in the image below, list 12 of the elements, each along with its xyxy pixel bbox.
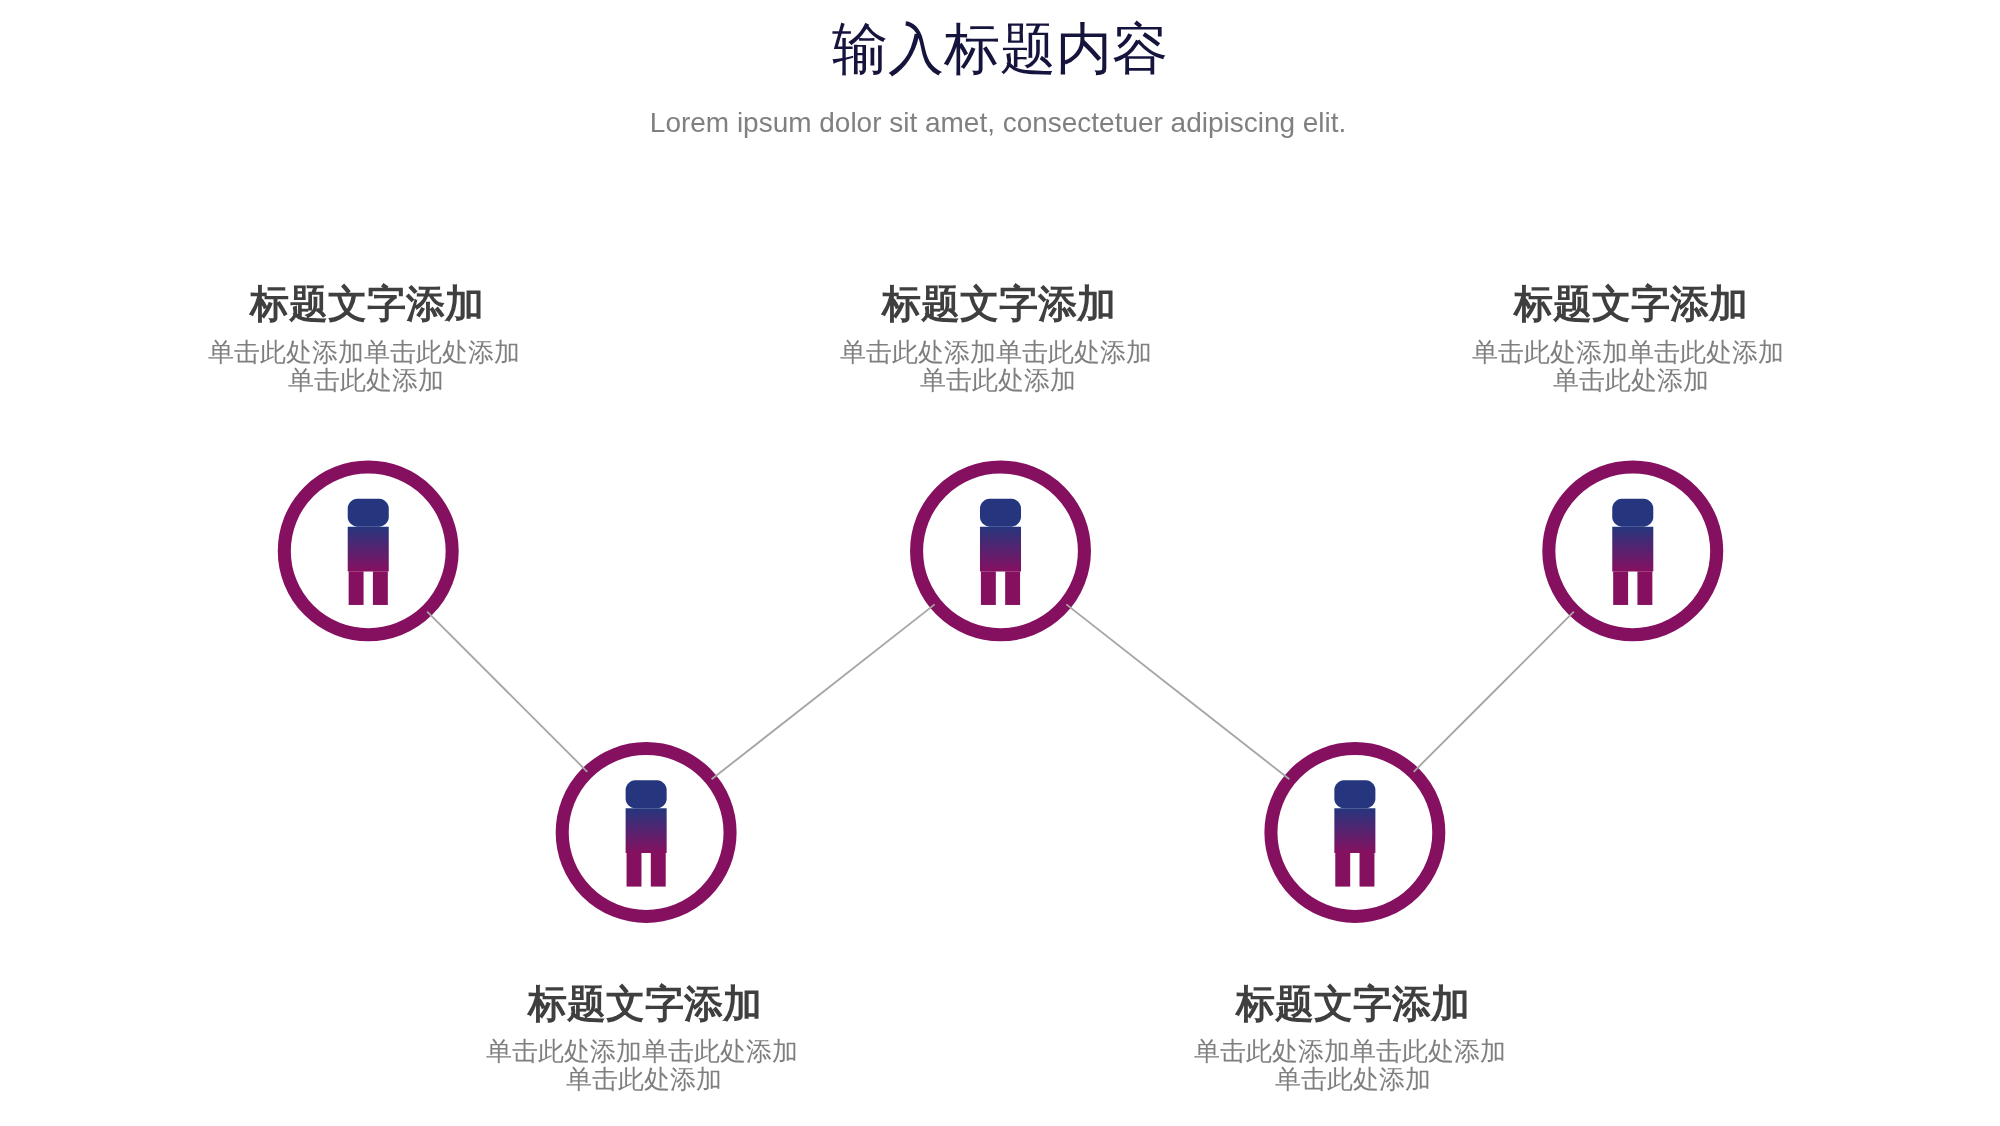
node-label: 单击此处添加单击此处添加单击此处添加: [207, 337, 520, 395]
label: Lorem ipsum dolor sit amet, consectetuer adipiscing elit.: [649, 107, 1346, 139]
node-label: 单击此处添加单击此处添加单击此处添加: [485, 1036, 798, 1095]
node-label: 标题文字添加: [249, 282, 484, 326]
node-label: 单击此处添加单击此处添加单击此处添加: [1471, 337, 1784, 395]
node-label: 标题文字添加: [881, 282, 1116, 326]
node-label: 单击此处添加单击此处添加单击此处添加: [839, 337, 1152, 395]
diagram-title: 输入标题内容: [831, 16, 1168, 80]
node-label: 标题文字添加: [1235, 981, 1470, 1025]
node-label: 单击此处添加单击此处添加单击此处添加: [1193, 1036, 1506, 1095]
node-label: 标题文字添加: [1513, 282, 1748, 326]
node-label: 标题文字添加: [527, 981, 762, 1025]
